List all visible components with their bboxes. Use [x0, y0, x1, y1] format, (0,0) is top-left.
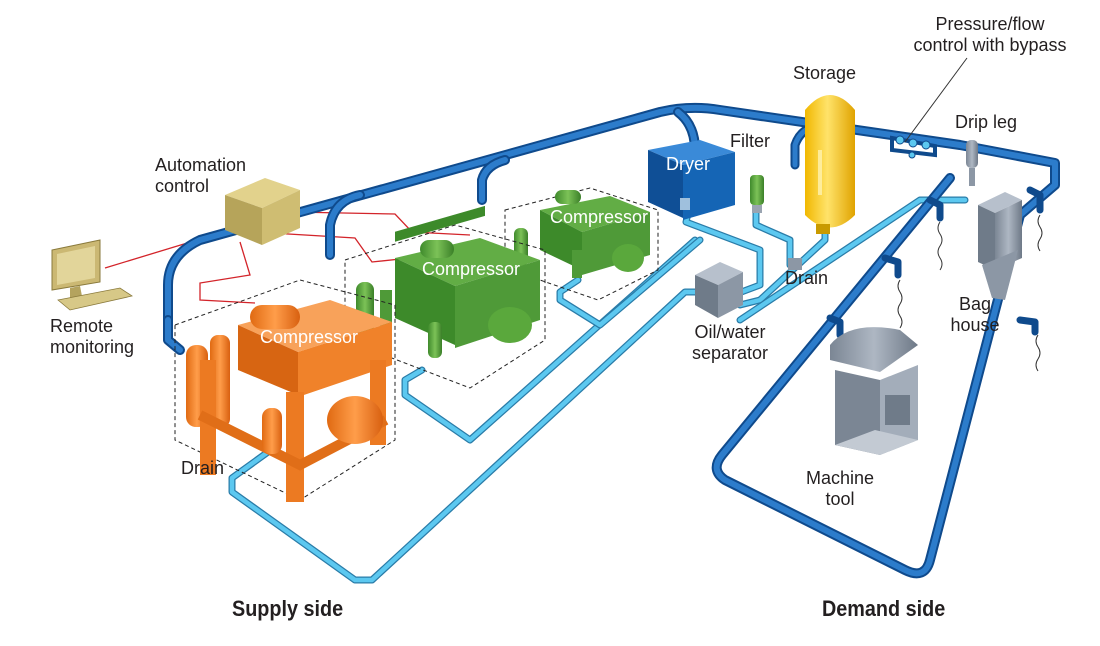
label-bag-house-line1: Bag — [958, 294, 992, 314]
compressor-front — [174, 279, 396, 502]
storage-tank — [805, 95, 855, 234]
filter-unit — [750, 175, 764, 213]
flex-hoses — [897, 214, 1043, 372]
label-machine-tool: Machine tool — [790, 468, 890, 510]
label-dryer: Dryer — [666, 154, 710, 174]
label-drip-leg: Drip leg — [955, 112, 1018, 132]
label-remote-line2: monitoring — [50, 337, 135, 357]
label-storage: Storage — [793, 63, 857, 83]
label-remote-line1: Remote — [50, 316, 114, 336]
automation-control-box — [225, 178, 300, 245]
dryer-unit — [648, 140, 735, 220]
label-automation-line1: Automation — [155, 155, 247, 175]
label-compressor-back: Compressor — [550, 207, 649, 227]
label-demand-side: Demand side — [822, 596, 946, 621]
label-oil-water-separator: Oil/water separator — [680, 322, 780, 364]
label-machine-tool-line1: Machine — [805, 468, 875, 488]
machine-tool — [830, 327, 918, 455]
remote-monitoring-computer-icon — [51, 239, 133, 311]
bag-house — [978, 192, 1022, 300]
label-compressor-front: Compressor — [260, 327, 359, 347]
pressure-flow-control-valves — [890, 135, 937, 159]
label-oil-water-line1: Oil/water — [694, 322, 766, 342]
label-pressure-flow-line1: Pressure/flow — [935, 14, 1045, 34]
label-filter: Filter — [730, 131, 770, 151]
label-machine-tool-line2: tool — [825, 489, 855, 509]
label-pressure-flow-control: Pressure/flow control with bypass — [890, 14, 1090, 56]
label-remote-monitoring: Remote monitoring — [50, 316, 134, 358]
label-compressor-middle: Compressor — [422, 259, 521, 279]
label-drain-compressor: Drain — [181, 458, 225, 478]
label-bag-house-line2: house — [950, 315, 1000, 335]
storage-drain-trap — [788, 258, 802, 270]
label-automation-control: Automation control — [155, 155, 246, 197]
label-automation-line2: control — [155, 176, 210, 196]
pressure-flow-leader-line — [904, 57, 968, 143]
label-supply-side: Supply side — [232, 596, 344, 621]
oil-water-separator — [695, 262, 743, 318]
label-pressure-flow-line2: control with bypass — [913, 35, 1067, 55]
label-drain-storage: Drain — [785, 268, 829, 288]
label-bag-house: Bag house — [945, 294, 1005, 336]
drip-leg — [966, 140, 978, 186]
compressor-middle — [344, 205, 546, 389]
compressor-back — [504, 187, 659, 301]
label-oil-water-line2: separator — [691, 343, 769, 363]
